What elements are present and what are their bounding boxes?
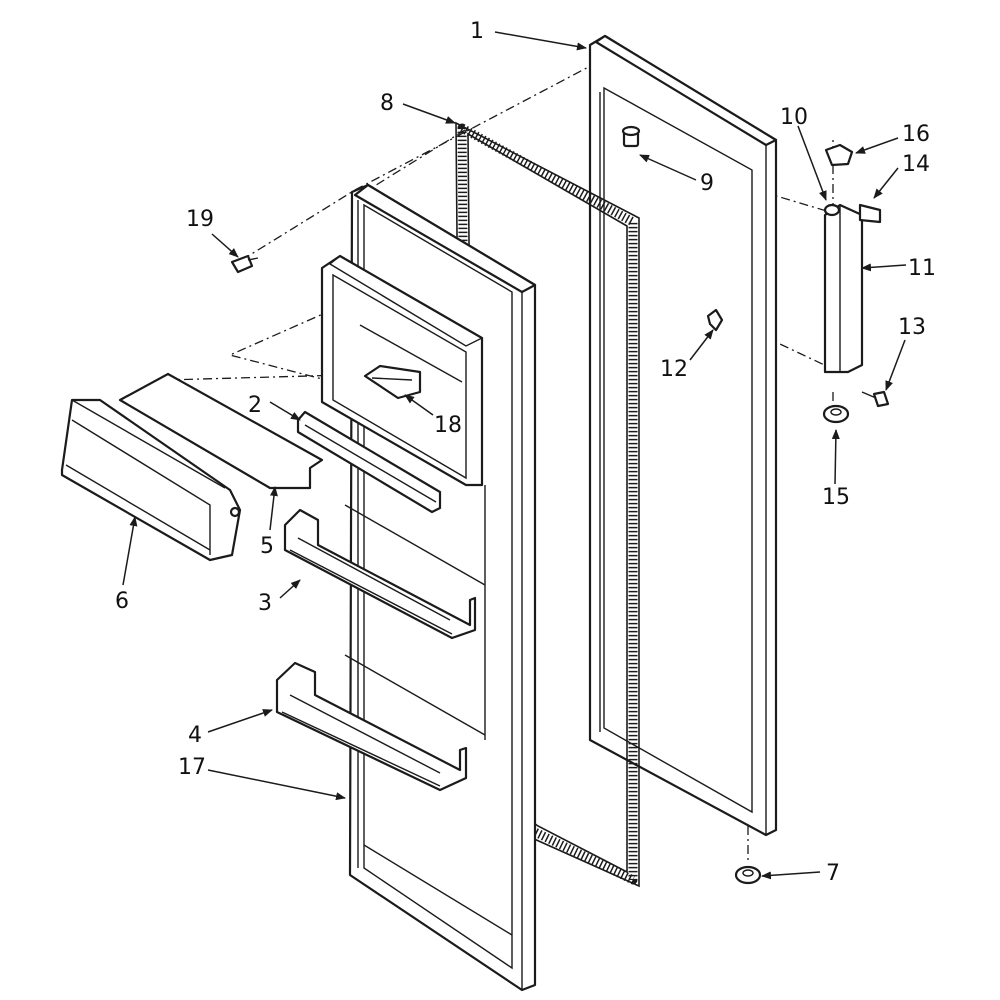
callout-11: 11: [908, 256, 936, 281]
outer-door-panel: [588, 34, 778, 837]
hinge-bushing: [822, 404, 850, 424]
upper-door-shelf: [283, 508, 477, 640]
dispenser-lever: [363, 364, 422, 400]
callout-13: 13: [898, 315, 926, 340]
callout-14: 14: [902, 152, 930, 177]
callout-17: 17: [178, 755, 206, 780]
dispenser-front-panel: [60, 398, 242, 562]
callout-10: 10: [780, 105, 808, 130]
hinge-screw: [861, 390, 890, 408]
lower-door-shelf: [275, 661, 468, 792]
callout-19: 19: [186, 207, 214, 232]
callout-6: 6: [115, 589, 129, 614]
callout-18: 18: [434, 413, 462, 438]
callout-15: 15: [822, 485, 850, 510]
callout-2: 2: [248, 393, 262, 418]
callout-9: 9: [700, 171, 714, 196]
callout-3: 3: [258, 591, 272, 616]
callout-labels: 1 2 3 4 5 6 7 8 9 10 11 12 13 14 15 16 1…: [115, 19, 936, 886]
callout-12: 12: [660, 357, 688, 382]
screw: [230, 254, 259, 274]
door-stop-bushing: [621, 125, 641, 148]
callout-8: 8: [380, 91, 394, 116]
callout-16: 16: [902, 122, 930, 147]
dispenser-trim-bar: [296, 410, 442, 514]
callout-4: 4: [188, 723, 202, 748]
callout-5: 5: [260, 534, 274, 559]
callout-1: 1: [470, 19, 484, 44]
callout-7: 7: [826, 861, 840, 886]
callout-leaders: [122, 31, 907, 880]
door-bottom-bushing: [734, 865, 762, 885]
door-clip: [706, 308, 724, 332]
hinge-pin: [823, 203, 841, 217]
hinge-cap: [824, 143, 854, 167]
hinge-bracket: [823, 203, 882, 374]
